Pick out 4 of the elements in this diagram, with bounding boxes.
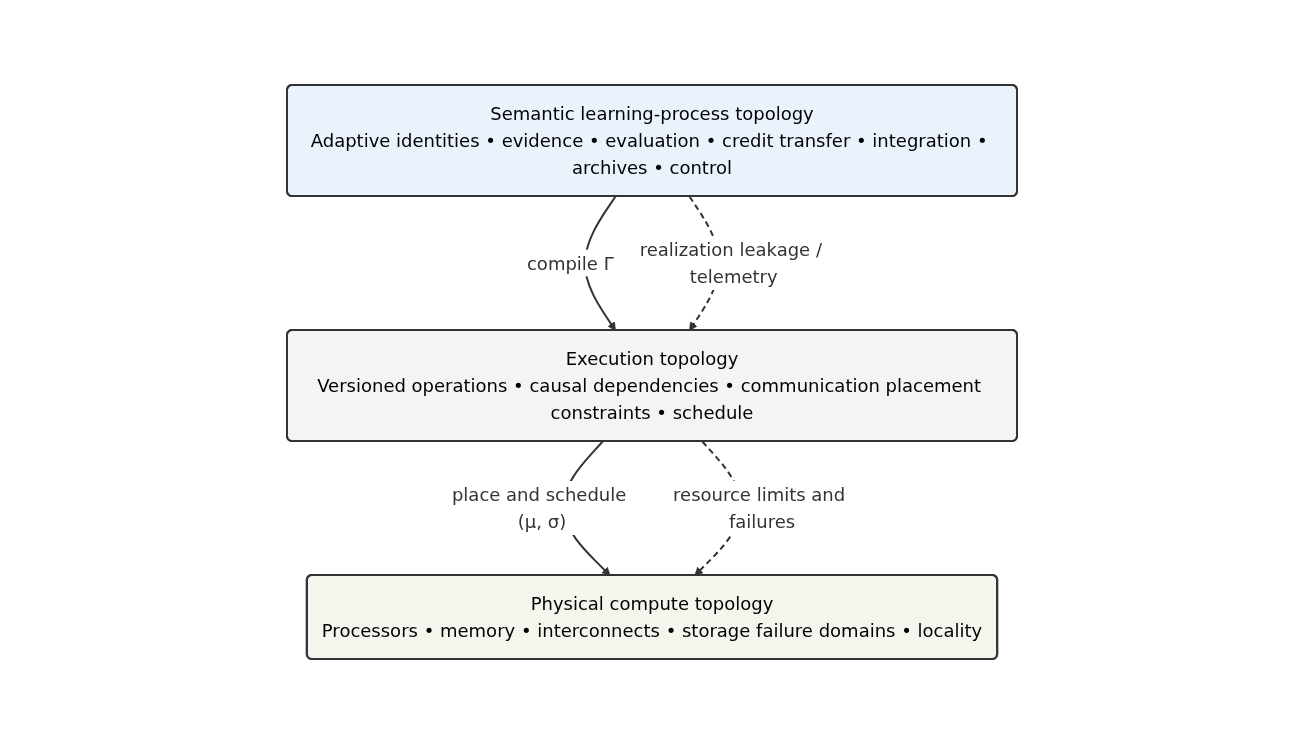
- edge-label: realization leakage / telemetry: [639, 238, 822, 287]
- edge-label: compile Γ: [526, 252, 614, 273]
- edge-label: resource limits and failures: [672, 483, 845, 532]
- edge-label: place and schedule (μ, σ): [451, 483, 626, 532]
